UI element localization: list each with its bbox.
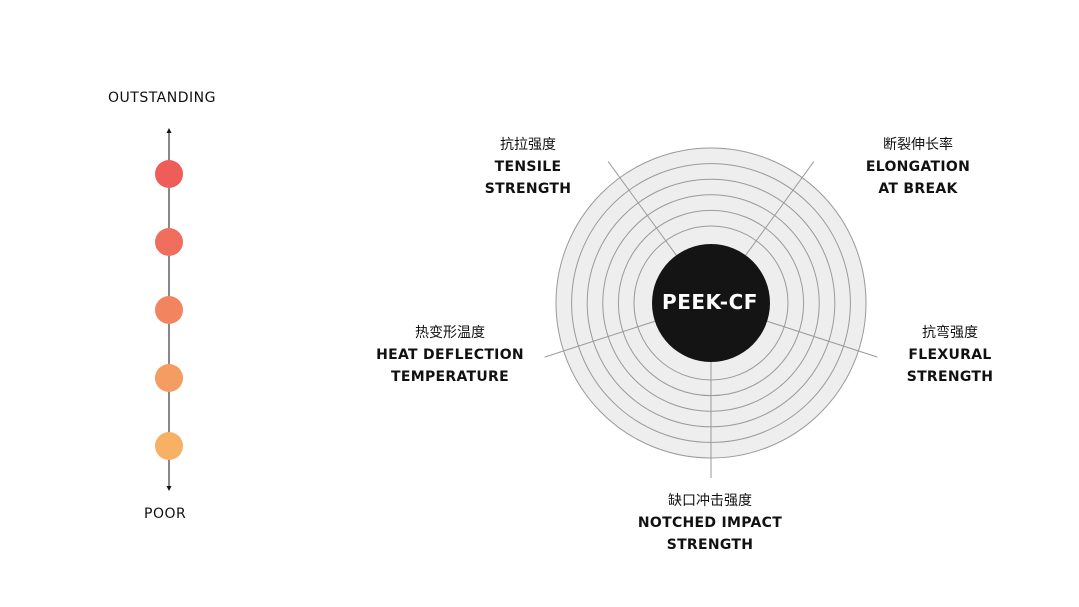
axis-label-elongation-at-break: 断裂伸长率 ELONGATION AT BREAK (838, 134, 998, 200)
scale-bottom-label: POOR (144, 506, 187, 522)
center-label: PEEK-CF (662, 290, 758, 314)
axis-label-en-line2: STRENGTH (666, 537, 754, 553)
scale-level-dot-5 (155, 432, 183, 460)
scale-level-dot-1 (155, 160, 183, 188)
axis-label-en-line1: HEAT DEFLECTION (376, 347, 524, 363)
axis-label-en-line1: TENSILE (494, 159, 562, 175)
scale-arrow-down-icon (166, 486, 172, 491)
scale-arrow-up-icon (166, 128, 172, 133)
axis-label-zh: 断裂伸长率 (883, 137, 953, 153)
axis-label-en-line2: AT BREAK (878, 181, 958, 197)
axis-label-flexural-strength: 抗弯强度 FLEXURAL STRENGTH (880, 322, 1020, 388)
axis-label-notched-impact-strength: 缺口冲击强度 NOTCHED IMPACT STRENGTH (620, 490, 800, 556)
center-disc (652, 244, 770, 362)
axis-label-zh: 热变形温度 (415, 325, 485, 341)
axis-label-zh: 抗弯强度 (922, 325, 978, 341)
axis-label-zh: 缺口冲击强度 (668, 493, 752, 509)
scale-top-label: OUTSTANDING (108, 90, 216, 106)
scale-level-dot-2 (155, 228, 183, 256)
axis-label-en-line2: TEMPERATURE (391, 369, 509, 385)
axis-label-heat-deflection-temperature: 热变形温度 HEAT DEFLECTION TEMPERATURE (360, 322, 540, 388)
scale-level-dot-3 (155, 296, 183, 324)
axis-label-en-line2: STRENGTH (484, 181, 572, 197)
axis-label-tensile-strength: 抗拉强度 TENSILE STRENGTH (453, 134, 603, 200)
axis-label-en-line2: STRENGTH (906, 369, 994, 385)
axis-label-zh: 抗拉强度 (500, 137, 556, 153)
axis-label-en-line1: FLEXURAL (908, 347, 992, 363)
scale-level-dot-4 (155, 364, 183, 392)
axis-label-en-line1: NOTCHED IMPACT (637, 515, 783, 531)
axis-label-en-line1: ELONGATION (865, 159, 971, 175)
